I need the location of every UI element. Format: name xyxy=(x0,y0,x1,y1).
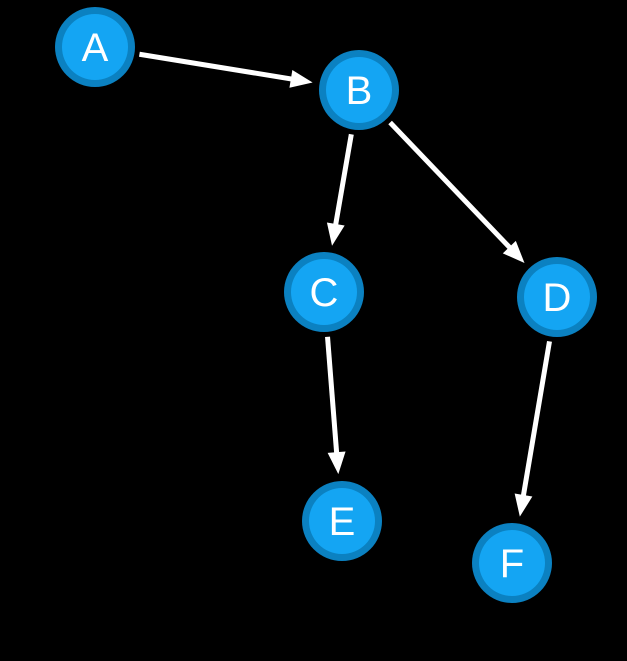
arrowhead-icon xyxy=(289,70,313,88)
edge-line xyxy=(332,133,354,229)
node-fill xyxy=(291,259,357,325)
edge-line xyxy=(325,336,340,457)
edge-C-E xyxy=(325,336,346,475)
graph-nodes-layer: A B C D E F xyxy=(55,7,597,603)
edge-A-B xyxy=(139,51,313,88)
node-E[interactable]: E xyxy=(302,481,382,561)
node-C[interactable]: C xyxy=(284,252,364,332)
edge-D-F xyxy=(514,340,552,517)
edge-B-C xyxy=(326,133,354,246)
edge-line xyxy=(139,51,296,83)
edge-line xyxy=(388,120,514,252)
node-fill xyxy=(479,530,545,596)
node-fill xyxy=(309,488,375,554)
arrowhead-icon xyxy=(502,240,525,264)
node-B[interactable]: B xyxy=(319,50,399,130)
node-fill xyxy=(524,264,590,330)
node-D[interactable]: D xyxy=(517,257,597,337)
arrowhead-icon xyxy=(327,451,346,475)
node-F[interactable]: F xyxy=(472,523,552,603)
edge-line xyxy=(520,340,552,500)
arrowhead-icon xyxy=(514,493,533,517)
node-fill xyxy=(62,14,128,80)
node-A[interactable]: A xyxy=(55,7,135,87)
node-fill xyxy=(326,57,392,123)
edge-B-D xyxy=(388,120,525,264)
graph-edges-layer xyxy=(139,51,552,517)
arrowhead-icon xyxy=(326,222,345,246)
